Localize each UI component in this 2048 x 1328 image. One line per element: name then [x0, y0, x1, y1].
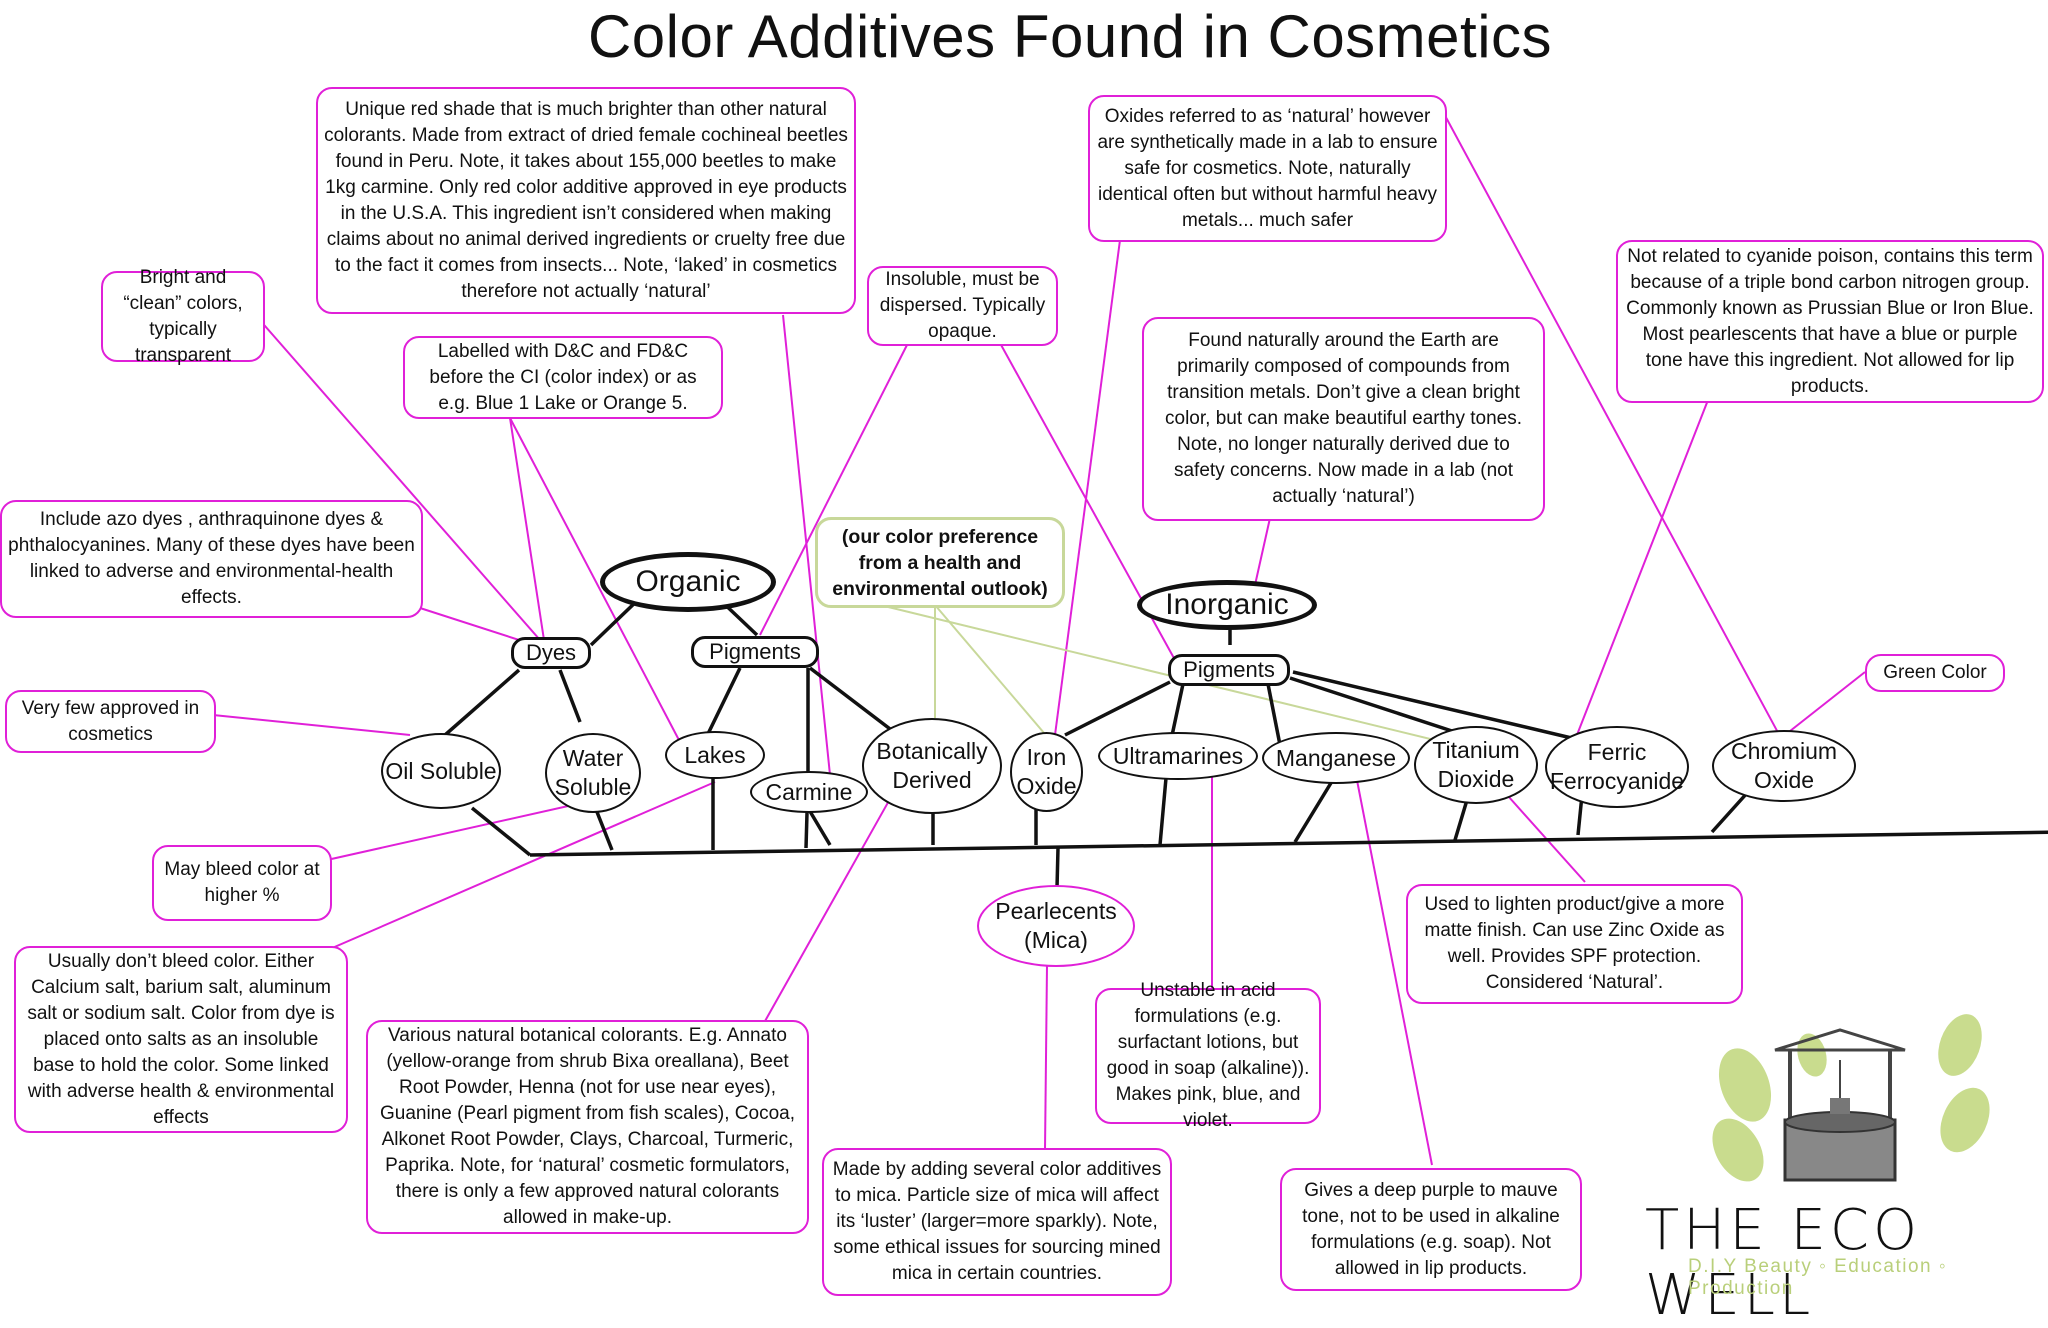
diagram-connectors [212, 109, 2048, 1182]
note-preference: (our color preference from a health and … [815, 517, 1065, 608]
note-pigments: Insoluble, must be dispersed. Typically … [867, 266, 1058, 346]
note-oil-soluble: Very few approved in cosmetics [5, 690, 216, 753]
node-titanium-dioxide: Titanium Dioxide [1414, 726, 1538, 804]
note-carmine: Unique red shade that is much brighter t… [316, 87, 856, 314]
node-inorganic: Inorganic [1137, 580, 1317, 630]
node-manganese: Manganese [1262, 732, 1410, 784]
eco-well-logo-icon [1712, 1014, 1990, 1182]
note-organic-dyes: Include azo dyes , anthraquinone dyes & … [0, 500, 423, 618]
tree-lines [443, 596, 2048, 889]
note-inorganic: Found naturally around the Earth are pri… [1142, 317, 1545, 521]
node-chromium-oxide: Chromium Oxide [1712, 730, 1856, 802]
note-lakes: Usually don’t bleed color. Either Calciu… [14, 946, 348, 1133]
node-lakes: Lakes [665, 731, 765, 779]
node-pearlecents: Pearlecents (Mica) [977, 885, 1135, 967]
note-titanium-dioxide: Used to lighten product/give a more matt… [1406, 884, 1743, 1004]
note-lakes-label: Labelled with D&C and FD&C before the CI… [403, 336, 723, 419]
preference-connectors [879, 604, 1456, 746]
note-pearlecents: Made by adding several color additives t… [822, 1148, 1172, 1296]
note-iron-oxide: Oxides referred to as ‘natural’ however … [1088, 95, 1447, 242]
note-ferric-ferrocyanide: Not related to cyanide poison, contains … [1616, 240, 2044, 403]
callout-connectors [212, 109, 1866, 1166]
page-title: Color Additives Found in Cosmetics [587, 3, 1553, 70]
node-water-soluble: Water Soluble [545, 733, 641, 813]
note-ultramarines: Unstable in acid formulations (e.g. surf… [1095, 980, 1321, 1131]
node-oil-soluble: Oil Soluble [381, 733, 501, 809]
node-iron-oxide: Iron Oxide [1010, 732, 1083, 812]
node-organic: Organic [600, 552, 776, 612]
node-organic-pigments: Pigments [691, 636, 819, 668]
node-ultramarines: Ultramarines [1098, 732, 1258, 780]
note-dyes: Bright and “clean” colors, typically tra… [101, 267, 265, 366]
node-inorganic-pigments: Pigments [1168, 654, 1290, 686]
node-ferric-ferrocyanide: Ferric Ferrocyanide [1545, 726, 1689, 808]
logo-tagline: D.I.Y Beauty ◦ Education ◦ Production [1688, 1256, 1948, 1299]
node-dyes: Dyes [511, 637, 591, 669]
note-manganese: Gives a deep purple to mauve tone, not t… [1280, 1168, 1582, 1291]
node-carmine: Carmine [750, 771, 868, 813]
note-botanically-derived: Various natural botanical colorants. E.g… [366, 1020, 809, 1234]
node-botanically-derived: Botanically Derived [862, 718, 1002, 814]
note-chromium-oxide: Green Color [1865, 654, 2005, 692]
note-water-soluble: May bleed color at higher % [152, 845, 332, 921]
